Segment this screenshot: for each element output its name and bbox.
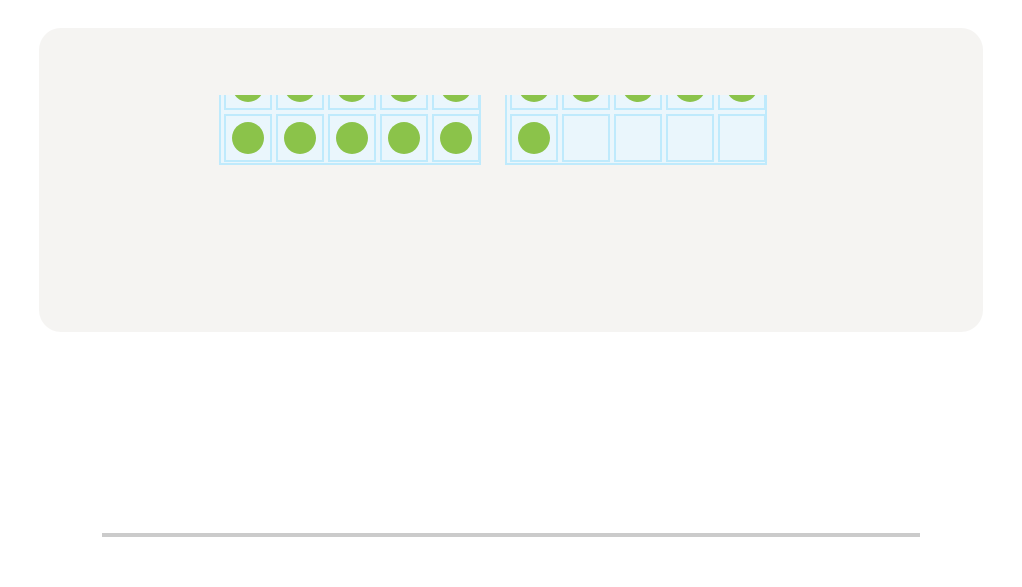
counter-dot xyxy=(336,95,368,102)
frame-cell xyxy=(562,95,610,110)
counter-dot xyxy=(388,95,420,102)
counter-dot xyxy=(388,122,420,154)
frame-cell xyxy=(432,95,480,110)
counter-dot xyxy=(518,122,550,154)
frame-cell xyxy=(718,114,766,162)
frame-cell xyxy=(380,114,428,162)
counter-dot xyxy=(674,95,706,102)
frame-cell xyxy=(328,114,376,162)
content-card xyxy=(39,28,983,332)
frame-cell xyxy=(666,95,714,110)
frame-cell xyxy=(666,114,714,162)
frame-grid xyxy=(505,95,767,165)
counter-dot xyxy=(336,122,368,154)
ten-frame-2 xyxy=(505,95,772,169)
counter-dot xyxy=(570,95,602,102)
frame-cell xyxy=(224,95,272,110)
frame-cell xyxy=(380,95,428,110)
ten-frame-1 xyxy=(219,95,485,169)
counter-dot xyxy=(518,95,550,102)
counter-dot xyxy=(622,95,654,102)
counter-dot xyxy=(284,95,316,102)
frame-grid xyxy=(219,95,481,165)
frame-cell xyxy=(276,114,324,162)
frame-cell xyxy=(614,114,662,162)
counter-dot xyxy=(440,95,472,102)
counter-dot xyxy=(440,122,472,154)
frame-cell xyxy=(224,114,272,162)
counter-dot xyxy=(232,95,264,102)
frame-cell xyxy=(562,114,610,162)
frame-cell xyxy=(718,95,766,110)
frame-cell xyxy=(614,95,662,110)
counter-dot xyxy=(232,122,264,154)
frame-cell xyxy=(510,95,558,110)
counter-dot xyxy=(726,95,758,102)
counter-dot xyxy=(284,122,316,154)
frame-cell xyxy=(432,114,480,162)
progress-divider xyxy=(102,533,920,537)
frame-cell xyxy=(510,114,558,162)
frame-cell xyxy=(328,95,376,110)
frame-cell xyxy=(276,95,324,110)
